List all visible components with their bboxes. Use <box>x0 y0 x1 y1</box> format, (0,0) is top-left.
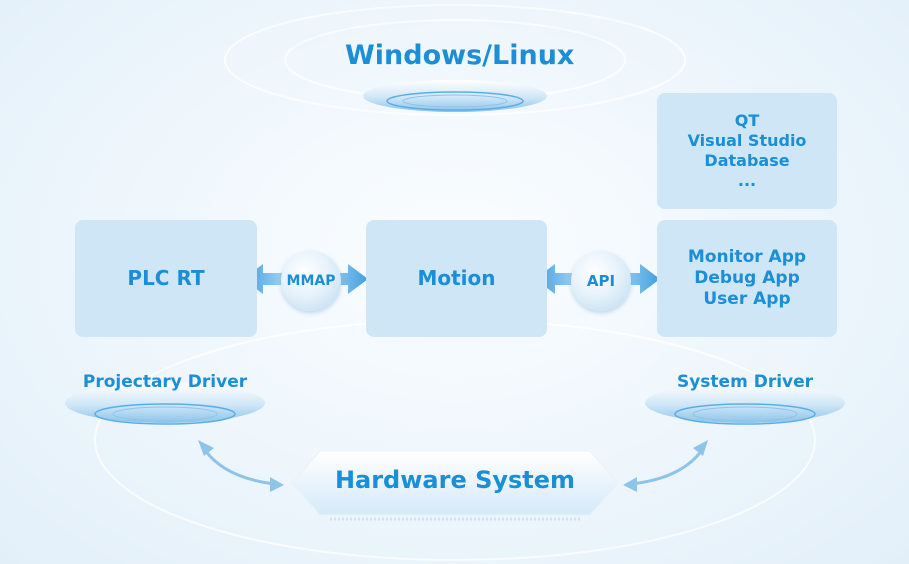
motion-box: Motion <box>366 220 547 337</box>
apps-item: Monitor App <box>687 246 807 267</box>
motion-label: Motion <box>417 266 496 290</box>
tools-item: Database <box>704 151 790 170</box>
mmap-node: MMAP <box>281 251 341 311</box>
left-curved-arrow <box>198 440 284 492</box>
apps-item: User App <box>703 289 791 310</box>
api-node: API <box>571 251 631 311</box>
tools-box: QT Visual Studio Database ... <box>657 93 837 209</box>
platform-disc <box>363 80 547 112</box>
api-label: API <box>586 272 616 290</box>
mmap-label: MMAP <box>286 273 336 289</box>
system-driver-label: System Driver <box>676 372 814 392</box>
apps-item: Debug App <box>694 267 800 288</box>
system-driver-disc <box>645 383 845 425</box>
tools-item: ... <box>737 171 757 190</box>
projectary-driver-label: Projectary Driver <box>82 372 248 392</box>
tools-item: Visual Studio <box>687 131 807 150</box>
projectary-driver-disc <box>65 383 265 425</box>
tools-item: QT <box>734 111 760 130</box>
platform-title: Windows/Linux <box>345 40 575 71</box>
hardware-system-shape <box>291 450 619 521</box>
hardware-system-label: Hardware System <box>334 466 576 494</box>
apps-box: Monitor App Debug App User App <box>657 220 837 337</box>
plc-rt-box: PLC RT <box>75 220 257 337</box>
right-curved-arrow <box>623 440 708 492</box>
plc-rt-label: PLC RT <box>127 266 205 290</box>
